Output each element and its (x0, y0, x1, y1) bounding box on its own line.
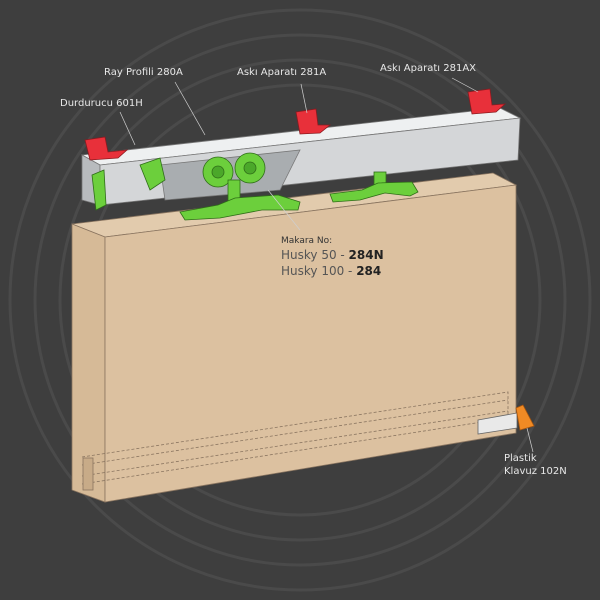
red-brackets (84, 88, 507, 161)
floor-guide-slot (82, 457, 94, 491)
label-ray-profili: Ray Profili 280A (104, 67, 183, 78)
label-plastik: Plastik (504, 453, 537, 464)
label-klavuz: Klavuz 102N (504, 466, 567, 477)
makara-title: Makara No: (281, 236, 333, 246)
makara-line-1-model: Husky 50 - (281, 248, 349, 262)
makara-line-1: Husky 50 - 284N (281, 248, 384, 262)
makara-line-2: Husky 100 - 284 (281, 264, 381, 278)
roller-assemblies (91, 152, 419, 221)
label-durdurucu: Durdurucu 601H (60, 98, 143, 109)
door-front-face (104, 184, 517, 503)
makara-line-2-code: 284 (356, 264, 382, 278)
makara-line-2-model: Husky 100 - (281, 264, 357, 278)
makara-line-1-code: 284N (348, 248, 384, 262)
label-aski-aparati-x: Askı Aparatı 281AX (380, 63, 477, 74)
leader-lines (119, 77, 534, 453)
label-aski-aparati: Askı Aparatı 281A (237, 67, 327, 78)
plastic-guide (477, 404, 535, 435)
